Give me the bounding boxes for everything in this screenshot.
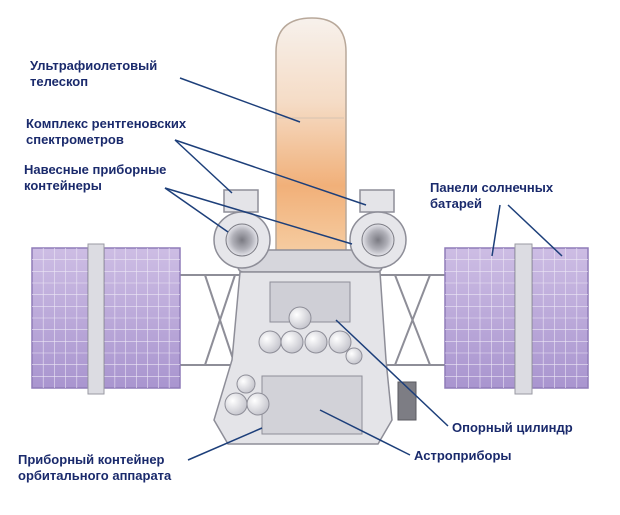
panel-hinge-left — [87, 243, 105, 395]
solar-panel-left-outer — [31, 247, 89, 389]
mounted-container-left — [213, 211, 271, 269]
label-mounted-containers-line1: Навесные приборные — [24, 162, 167, 177]
sphere — [236, 374, 256, 394]
leader-xray-right — [174, 139, 367, 206]
label-xray-complex: Комплекс рентгеновских спектрометров — [26, 116, 186, 148]
leader-container-left — [164, 187, 229, 233]
label-mounted-containers-line2: контейнеры — [24, 178, 102, 193]
label-xray-complex-line2: спектрометров — [26, 132, 124, 147]
panel-truss — [180, 274, 445, 366]
sphere — [288, 306, 312, 330]
label-astro-instruments-line1: Астроприборы — [414, 448, 512, 463]
orbital-container-shape — [261, 375, 363, 435]
leader-panel-right-inner — [491, 204, 501, 257]
label-orbital-container-line2: орбитального аппарата — [18, 468, 172, 483]
leader-orbital-container — [187, 427, 263, 461]
label-orbital-container: Приборный контейнер орбитального аппарат… — [18, 452, 171, 484]
label-solar-panels-line1: Панели солнечных — [430, 180, 554, 195]
mounted-container-right — [349, 211, 407, 269]
label-support-cylinder: Опорный цилиндр — [452, 420, 573, 436]
sphere — [246, 392, 270, 416]
label-uv-telescope-line2: телескоп — [30, 74, 89, 89]
label-uv-telescope-line1: Ультрафиолетовый — [30, 58, 158, 73]
xray-spectrometer-right — [359, 189, 395, 213]
label-orbital-container-line1: Приборный контейнер — [18, 452, 165, 467]
leader-astro-instruments — [319, 409, 411, 456]
sphere — [224, 392, 248, 416]
leader-uv-telescope — [179, 77, 301, 123]
leader-container-right — [164, 187, 353, 245]
solar-panel-right-inner — [444, 247, 516, 389]
solar-panel-right-outer — [531, 247, 589, 389]
solar-panel-left-inner — [103, 247, 181, 389]
leader-xray-left — [174, 139, 233, 194]
label-astro-instruments: Астроприборы — [414, 448, 512, 464]
propellant-spheres — [224, 306, 363, 416]
label-solar-panels: Панели солнечных батарей — [430, 180, 553, 212]
label-solar-panels-line2: батарей — [430, 196, 483, 211]
sphere — [258, 330, 282, 354]
xray-spectrometer-left — [223, 189, 259, 213]
label-xray-complex-line1: Комплекс рентгеновских — [26, 116, 187, 131]
sphere — [345, 347, 363, 365]
label-support-cylinder-line1: Опорный цилиндр — [452, 420, 573, 435]
leader-lines — [164, 77, 563, 461]
panel-hinge-right — [514, 243, 533, 395]
sphere — [280, 330, 304, 354]
uv-telescope — [275, 17, 347, 259]
leader-panel-right-outer — [507, 204, 563, 257]
sphere — [304, 330, 328, 354]
label-mounted-containers: Навесные приборные контейнеры — [24, 162, 166, 194]
sphere — [328, 330, 352, 354]
label-uv-telescope: Ультрафиолетовый телескоп — [30, 58, 157, 90]
leader-support-cylinder — [335, 319, 449, 427]
